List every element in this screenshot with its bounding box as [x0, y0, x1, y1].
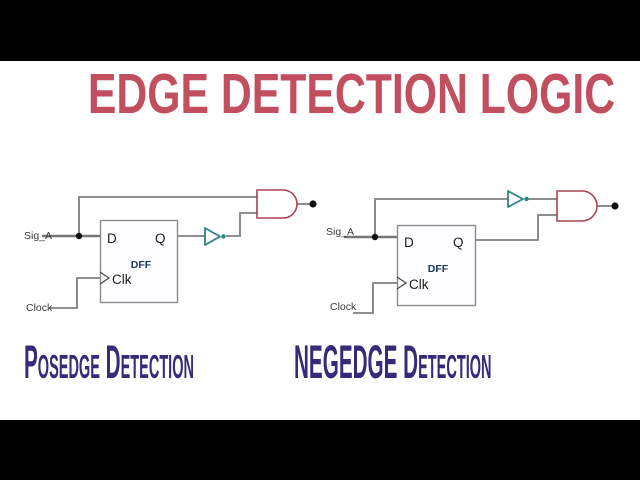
junction-dot	[371, 233, 379, 241]
dff-label: DFF	[131, 259, 152, 271]
clock-label: Clock	[330, 301, 357, 313]
clk-edge-icon	[99, 271, 111, 285]
d-pin-label: D	[404, 235, 414, 250]
d-pin-label: D	[107, 231, 117, 246]
not-gate-icon	[507, 190, 524, 208]
caption-posedge: Posedge Detection	[23, 335, 195, 388]
dff-label: DFF	[428, 263, 449, 275]
letterbox-top	[0, 0, 640, 61]
output-dot	[309, 200, 317, 208]
clk-pin-label: Clk	[409, 277, 429, 292]
letterbox-bottom	[0, 420, 640, 480]
dff-box	[99, 219, 179, 304]
q-output-wire	[475, 214, 557, 241]
page-title: EDGE DETECTION LOGIC	[0, 66, 640, 123]
signal-label: Sig_A	[326, 226, 354, 238]
clock-label: Clock	[26, 302, 53, 314]
clock-wire	[353, 282, 397, 314]
not-bubble-icon	[221, 234, 226, 239]
dff-box	[396, 224, 477, 307]
feedforward-wire	[78, 196, 257, 236]
feedforward-wire	[374, 198, 508, 237]
and-gate-icon	[556, 190, 598, 222]
junction-dot	[75, 232, 83, 240]
page-title-text: EDGE DETECTION LOGIC	[87, 62, 616, 126]
q-pin-label: Q	[453, 235, 464, 250]
inverter-to-and-wire	[226, 212, 257, 237]
not-gate-icon	[204, 227, 221, 246]
not-bubble-icon	[524, 196, 529, 202]
q-pin-label: Q	[155, 231, 166, 246]
clock-wire	[49, 277, 100, 309]
negedge-circuit: Sig_A Clock D Q DFF Clk	[326, 190, 619, 314]
clk-pin-label: Clk	[112, 272, 132, 287]
output-dot	[611, 202, 619, 210]
signal-label: Sig_A	[24, 230, 52, 242]
clk-edge-icon	[396, 276, 408, 290]
and-gate-icon	[256, 189, 298, 219]
caption-negedge: NEGEDGE Detection	[294, 335, 492, 388]
posedge-circuit: Sig_A Clock D Q DFF Clk	[24, 189, 317, 314]
